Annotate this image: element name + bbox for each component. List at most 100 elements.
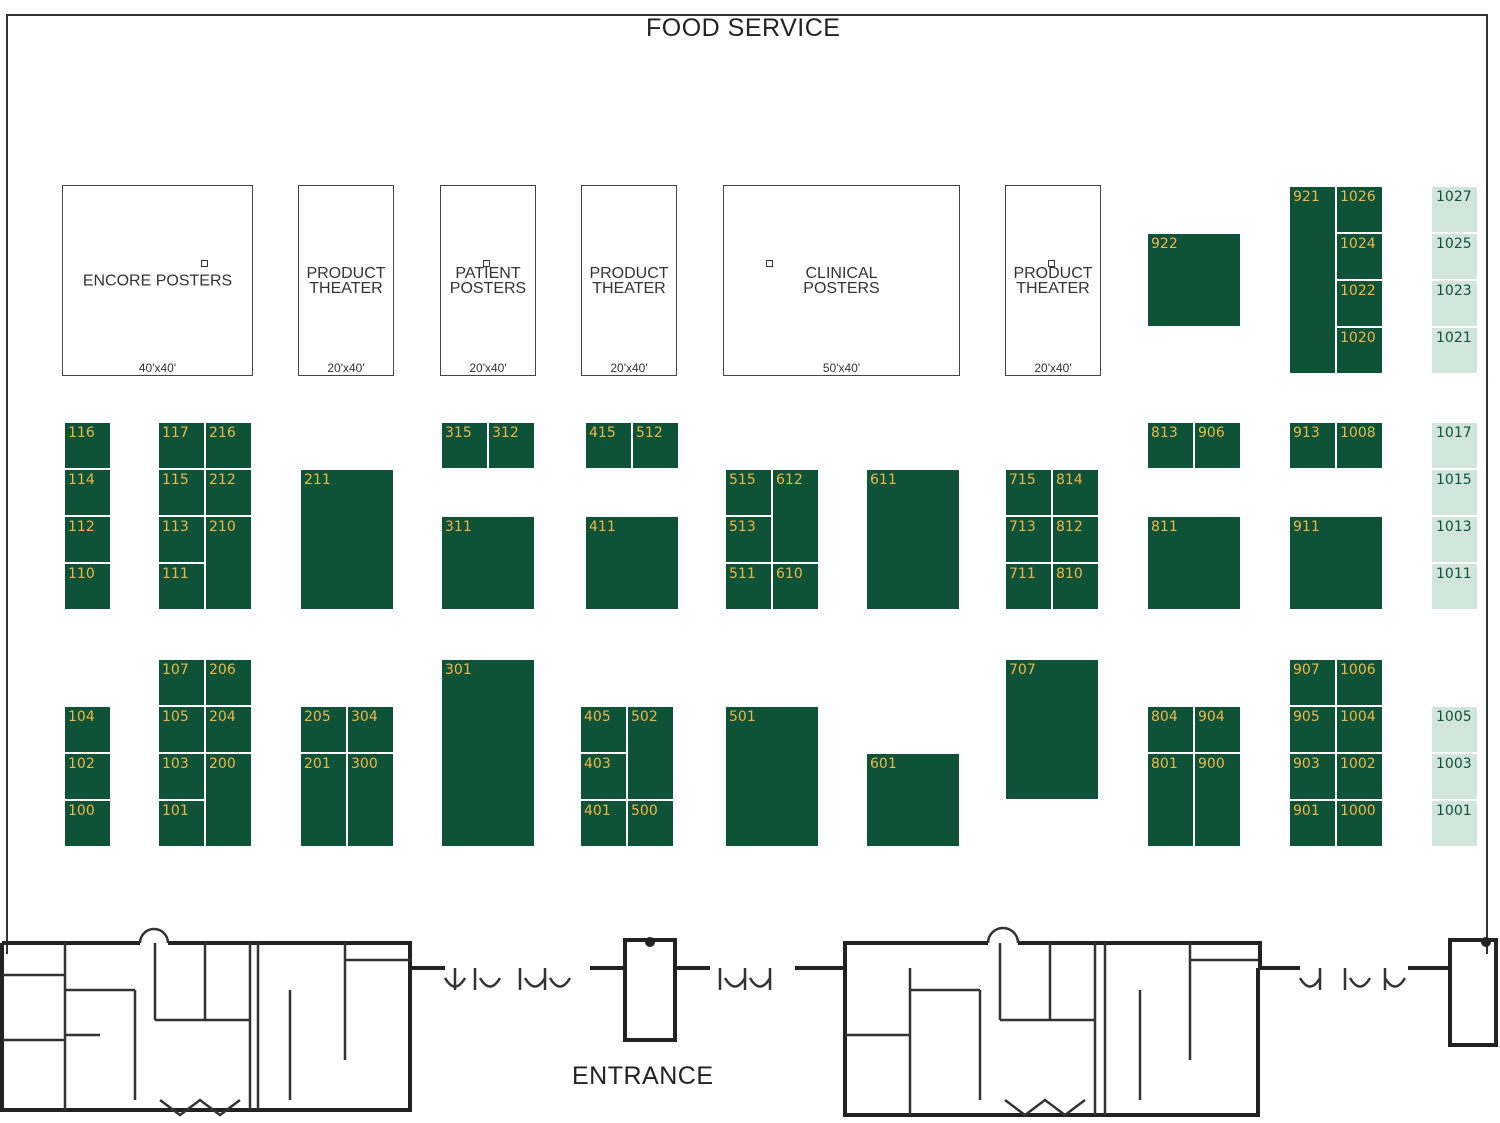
booth-104[interactable]: 104 (64, 706, 111, 753)
booth-513[interactable]: 513 (725, 516, 772, 563)
booth-211[interactable]: 211 (300, 469, 394, 610)
booth-911[interactable]: 911 (1289, 516, 1383, 610)
booth-117[interactable]: 117 (158, 422, 205, 469)
booth-1011[interactable]: 1011 (1431, 563, 1478, 610)
booth-906[interactable]: 906 (1194, 422, 1241, 469)
booth-114[interactable]: 114 (64, 469, 111, 516)
area-name: CLINICAL POSTERS (803, 264, 880, 297)
booth-903[interactable]: 903 (1289, 753, 1336, 800)
booth-812[interactable]: 812 (1052, 516, 1099, 563)
booth-101[interactable]: 101 (158, 800, 205, 847)
booth-number: 1026 (1340, 189, 1376, 205)
booth-107[interactable]: 107 (158, 659, 205, 706)
booth-206[interactable]: 206 (205, 659, 252, 706)
booth-810[interactable]: 810 (1052, 563, 1099, 610)
booth-112[interactable]: 112 (64, 516, 111, 563)
area-clinical-posters[interactable]: CLINICAL POSTERS 50'x40' (723, 185, 960, 376)
booth-1008[interactable]: 1008 (1336, 422, 1383, 469)
booth-number: 205 (304, 709, 331, 725)
booth-210[interactable]: 210 (205, 516, 252, 610)
booth-913[interactable]: 913 (1289, 422, 1336, 469)
booth-502[interactable]: 502 (627, 706, 674, 800)
booth-1027[interactable]: 1027 (1431, 186, 1478, 233)
booth-1017[interactable]: 1017 (1431, 422, 1478, 469)
booth-1026[interactable]: 1026 (1336, 186, 1383, 233)
booth-1022[interactable]: 1022 (1336, 280, 1383, 327)
booth-216[interactable]: 216 (205, 422, 252, 469)
booth-1001[interactable]: 1001 (1431, 800, 1478, 847)
booth-212[interactable]: 212 (205, 469, 252, 516)
booth-1025[interactable]: 1025 (1431, 233, 1478, 280)
booth-number: 707 (1009, 662, 1036, 678)
booth-611[interactable]: 611 (866, 469, 960, 610)
booth-411[interactable]: 411 (585, 516, 679, 610)
booth-405[interactable]: 405 (580, 706, 627, 753)
booth-900[interactable]: 900 (1194, 753, 1241, 847)
booth-111[interactable]: 111 (158, 563, 205, 610)
booth-102[interactable]: 102 (64, 753, 111, 800)
booth-200[interactable]: 200 (205, 753, 252, 847)
booth-713[interactable]: 713 (1005, 516, 1052, 563)
booth-304[interactable]: 304 (347, 706, 394, 753)
booth-501[interactable]: 501 (725, 706, 819, 847)
booth-1013[interactable]: 1013 (1431, 516, 1478, 563)
booth-901[interactable]: 901 (1289, 800, 1336, 847)
booth-922[interactable]: 922 (1147, 233, 1241, 327)
booth-311[interactable]: 311 (441, 516, 535, 610)
booth-301[interactable]: 301 (441, 659, 535, 847)
booth-100[interactable]: 100 (64, 800, 111, 847)
booth-312[interactable]: 312 (488, 422, 535, 469)
area-product-theater-1[interactable]: PRODUCT THEATER 20'x40' (298, 185, 394, 376)
booth-512[interactable]: 512 (632, 422, 679, 469)
booth-315[interactable]: 315 (441, 422, 488, 469)
booth-921[interactable]: 921 (1289, 186, 1336, 374)
area-patient-posters[interactable]: PATIENT POSTERS 20'x40' (440, 185, 536, 376)
booth-610[interactable]: 610 (772, 563, 819, 610)
booth-110[interactable]: 110 (64, 563, 111, 610)
booth-116[interactable]: 116 (64, 422, 111, 469)
booth-500[interactable]: 500 (627, 800, 674, 847)
booth-number: 401 (584, 803, 611, 819)
booth-115[interactable]: 115 (158, 469, 205, 516)
booth-300[interactable]: 300 (347, 753, 394, 847)
area-product-theater-2[interactable]: PRODUCT THEATER 20'x40' (581, 185, 677, 376)
booth-711[interactable]: 711 (1005, 563, 1052, 610)
booth-1006[interactable]: 1006 (1336, 659, 1383, 706)
booth-813[interactable]: 813 (1147, 422, 1194, 469)
booth-105[interactable]: 105 (158, 706, 205, 753)
booth-403[interactable]: 403 (580, 753, 627, 800)
booth-801[interactable]: 801 (1147, 753, 1194, 847)
booth-707[interactable]: 707 (1005, 659, 1099, 800)
booth-601[interactable]: 601 (866, 753, 960, 847)
booth-1003[interactable]: 1003 (1431, 753, 1478, 800)
booth-1015[interactable]: 1015 (1431, 469, 1478, 516)
booth-1000[interactable]: 1000 (1336, 800, 1383, 847)
booth-907[interactable]: 907 (1289, 659, 1336, 706)
booth-1020[interactable]: 1020 (1336, 327, 1383, 374)
booth-814[interactable]: 814 (1052, 469, 1099, 516)
booth-number: 1025 (1436, 236, 1472, 252)
booth-1004[interactable]: 1004 (1336, 706, 1383, 753)
booth-905[interactable]: 905 (1289, 706, 1336, 753)
booth-1002[interactable]: 1002 (1336, 753, 1383, 800)
booth-204[interactable]: 204 (205, 706, 252, 753)
booth-515[interactable]: 515 (725, 469, 772, 516)
booth-804[interactable]: 804 (1147, 706, 1194, 753)
booth-415[interactable]: 415 (585, 422, 632, 469)
booth-401[interactable]: 401 (580, 800, 627, 847)
booth-715[interactable]: 715 (1005, 469, 1052, 516)
booth-1021[interactable]: 1021 (1431, 327, 1478, 374)
booth-811[interactable]: 811 (1147, 516, 1241, 610)
booth-103[interactable]: 103 (158, 753, 205, 800)
booth-113[interactable]: 113 (158, 516, 205, 563)
booth-511[interactable]: 511 (725, 563, 772, 610)
booth-612[interactable]: 612 (772, 469, 819, 563)
area-encore-posters[interactable]: ENCORE POSTERS 40'x40' (62, 185, 253, 376)
booth-1024[interactable]: 1024 (1336, 233, 1383, 280)
booth-1023[interactable]: 1023 (1431, 280, 1478, 327)
area-product-theater-3[interactable]: PRODUCT THEATER 20'x40' (1005, 185, 1101, 376)
booth-205[interactable]: 205 (300, 706, 347, 753)
booth-904[interactable]: 904 (1194, 706, 1241, 753)
booth-1005[interactable]: 1005 (1431, 706, 1478, 753)
booth-201[interactable]: 201 (300, 753, 347, 847)
